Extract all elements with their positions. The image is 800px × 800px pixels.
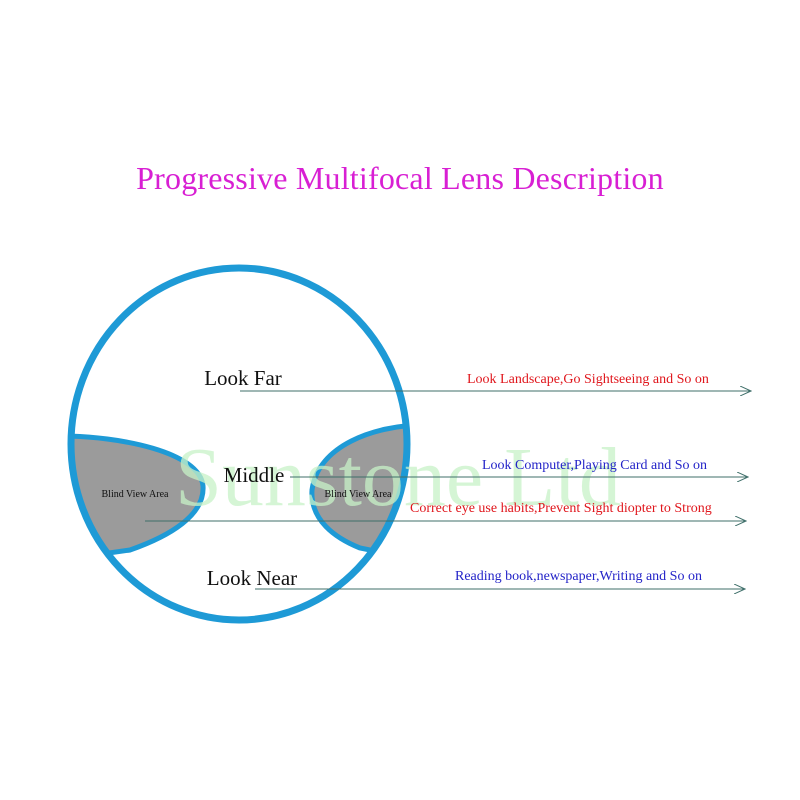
correct-habits-description: Correct eye use habits,Prevent Sight dio… [410,501,712,516]
near-description: Reading book,newspaper,Writing and So on [455,569,702,584]
diagram-title: Progressive Multifocal Lens Description [136,160,664,196]
middle-label: Middle [224,463,285,487]
middle-description: Look Computer,Playing Card and So on [482,458,707,473]
left-blind-area-label: Blind View Area [102,489,170,500]
look-near-label: Look Near [207,566,297,590]
right-blind-area-label: Blind View Area [325,489,393,500]
lens-outline [67,264,411,624]
far-description: Look Landscape,Go Sightseeing and So on [467,372,709,387]
look-far-label: Look Far [204,366,282,390]
